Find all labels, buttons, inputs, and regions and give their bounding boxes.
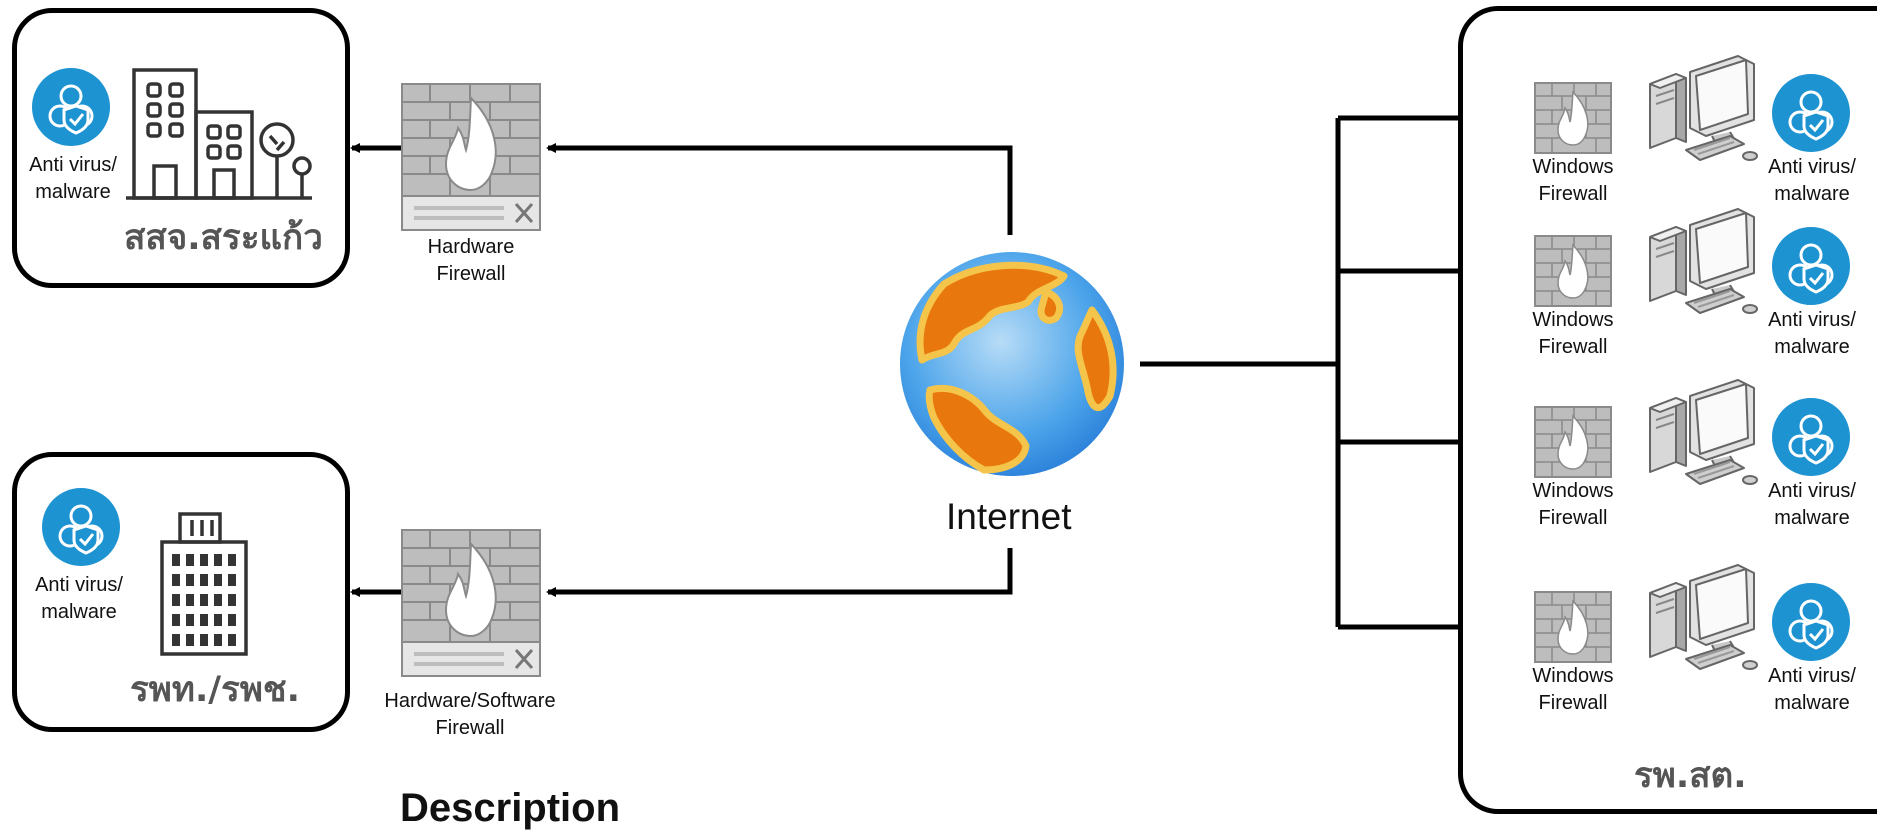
antivirus-label: Anti virus/ malware: [1768, 480, 1856, 529]
windows-firewall-label: Windows Firewall: [1532, 665, 1614, 714]
antivirus-icon: [1772, 583, 1850, 661]
windows-firewall-label: Windows Firewall: [1532, 309, 1614, 358]
windows-firewall-icon: [1534, 82, 1612, 154]
antivirus-label: Anti virus/ malware: [1768, 156, 1856, 205]
office-building-icon: [126, 68, 312, 200]
network-security-diagram: Anti virus/ malware สสจ.สระแก้ว: [12, 6, 1877, 830]
windows-firewall-label: Windows Firewall: [1532, 480, 1614, 529]
provincial-office-name: สสจ.สระแก้ว: [124, 218, 323, 258]
antivirus-icon: [1772, 74, 1850, 152]
windows-firewall-icon: [1534, 591, 1612, 663]
internet-label: Internet: [946, 496, 1072, 537]
antivirus-label: Anti virus/ malware: [35, 574, 123, 623]
internet-to-firewall-top: [546, 143, 1013, 235]
computer-icon: [1649, 564, 1758, 670]
computer-icon: [1649, 55, 1758, 161]
internet-globe-icon: [900, 252, 1124, 476]
antivirus-label: Anti virus/ malware: [29, 154, 117, 203]
hardware-software-firewall-icon: [401, 529, 541, 677]
hardware-firewall-icon: [401, 83, 541, 231]
antivirus-label: Anti virus/ malware: [1768, 309, 1856, 358]
windows-firewall-label: Windows Firewall: [1532, 156, 1614, 205]
description-heading: Description: [400, 786, 621, 830]
computer-icon: [1649, 208, 1758, 314]
windows-firewall-icon: [1534, 235, 1612, 307]
antivirus-icon: [42, 488, 120, 566]
provincial-office-box: [12, 8, 350, 288]
antivirus-label: Anti virus/ malware: [1768, 665, 1856, 714]
antivirus-icon: [32, 68, 110, 146]
computer-icon: [1649, 379, 1758, 485]
health-promoting-hospital-name: รพ.สต.: [1634, 756, 1747, 796]
windows-firewall-icon: [1534, 406, 1612, 478]
antivirus-icon: [1772, 398, 1850, 476]
hospital-name: รพท./รพช.: [130, 670, 300, 710]
hospital-building-icon: [160, 512, 248, 656]
hardware-software-firewall-label: Hardware/Software Firewall: [384, 690, 556, 739]
internet-to-firewall-bottom: [546, 548, 1013, 597]
hardware-firewall-label: Hardware Firewall: [427, 236, 515, 285]
antivirus-icon: [1772, 227, 1850, 305]
